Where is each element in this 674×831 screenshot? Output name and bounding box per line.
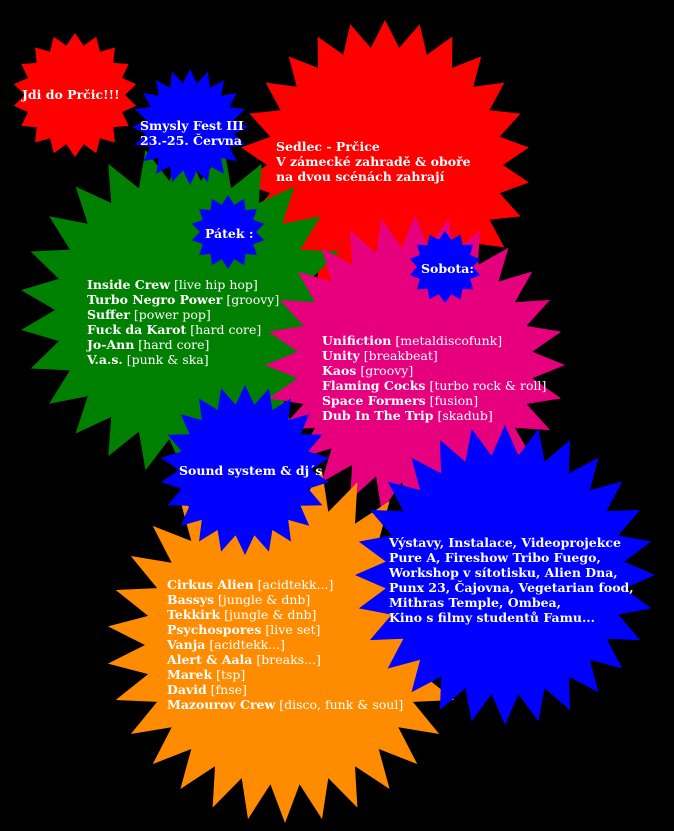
- blue-burst-festival: [132, 69, 248, 185]
- act-name: Flaming Cocks: [322, 378, 426, 393]
- venue-line1: Sedlec - Prčice: [276, 139, 380, 154]
- extras-line: Pure A, Fireshow Tribo Fuego,: [389, 550, 601, 565]
- act-name: Unity: [322, 348, 360, 363]
- act-name: Fuck da Karot: [87, 322, 187, 337]
- act-name: Vanja: [167, 637, 206, 652]
- blue-burst-soundsystem: [160, 385, 330, 555]
- lineup-row: Jo-Ann [hard core]: [87, 337, 279, 352]
- saturday-heading: Sobota:: [421, 261, 474, 276]
- lineup-row: Unifiction [metaldiscofunk]: [322, 333, 546, 348]
- act-name: Bassys: [167, 592, 215, 607]
- blue-burst-friday: [191, 195, 265, 269]
- saturday-lineup: Unifiction [metaldiscofunk]Unity [breakb…: [322, 333, 546, 423]
- act-name: Turbo Negro Power: [87, 292, 223, 307]
- act-name: Marek: [167, 667, 213, 682]
- act-genre: [fusion]: [425, 393, 479, 408]
- friday-heading: Pátek :: [205, 226, 254, 241]
- extras-line: Kino s filmy studentů Famu...: [389, 610, 596, 625]
- act-genre: [skadub]: [433, 408, 493, 423]
- act-name: Mazourov Crew: [167, 697, 276, 712]
- lineup-row: Alert & Aala [breaks...]: [167, 652, 403, 667]
- act-name: Inside Crew: [87, 277, 171, 292]
- act-name: Unifiction: [322, 333, 392, 348]
- act-genre: [groovy]: [222, 292, 280, 307]
- lineup-row: Bassys [jungle & dnb]: [167, 592, 403, 607]
- festival-name: Smysly Fest III: [140, 118, 244, 133]
- act-genre: [power pop]: [129, 307, 211, 322]
- act-name: David: [167, 682, 207, 697]
- lineup-row: Marek [tsp]: [167, 667, 403, 682]
- lineup-row: Fuck da Karot [hard core]: [87, 322, 279, 337]
- act-name: Space Formers: [322, 393, 426, 408]
- extras-line: Výstavy, Instalace, Videoprojekce: [389, 535, 621, 550]
- act-name: Cirkus Alien: [167, 577, 254, 592]
- act-name: Dub In The Trip: [322, 408, 434, 423]
- act-genre: [live set]: [261, 622, 321, 637]
- act-name: Jo-Ann: [87, 337, 135, 352]
- lineup-row: Cirkus Alien [acidtekk...]: [167, 577, 403, 592]
- act-genre: [acidtekk...]: [253, 577, 334, 592]
- lineup-row: V.a.s. [punk & ska]: [87, 352, 279, 367]
- extras-line: Mithras Temple, Ombea,: [389, 595, 561, 610]
- magenta-burst: [265, 215, 565, 515]
- act-name: Suffer: [87, 307, 130, 322]
- lineup-row: Kaos [groovy]: [322, 363, 546, 378]
- lineup-row: Turbo Negro Power [groovy]: [87, 292, 279, 307]
- lineup-row: Flaming Cocks [turbo rock & roll]: [322, 378, 546, 393]
- act-genre: [acidtekk...]: [205, 637, 286, 652]
- orange-burst: [108, 467, 462, 823]
- act-name: Tekkirk: [167, 607, 221, 622]
- act-name: Alert & Aala: [167, 652, 253, 667]
- act-genre: [hard core]: [134, 337, 210, 352]
- red-burst-small: [13, 33, 137, 157]
- blue-burst-saturday: [409, 231, 481, 303]
- act-genre: [breaks...]: [252, 652, 321, 667]
- act-genre: [tsp]: [212, 667, 246, 682]
- lineup-row: Inside Crew [live hip hop]: [87, 277, 279, 292]
- act-genre: [turbo rock & roll]: [425, 378, 547, 393]
- act-genre: [metaldiscofunk]: [391, 333, 503, 348]
- slogan-text: Jdi do Prčic!!!: [22, 87, 120, 102]
- act-genre: [groovy]: [356, 363, 414, 378]
- venue-line3: na dvou scénách zahrají: [276, 169, 445, 184]
- venue-info: Sedlec - Prčice V zámecké zahradě & oboř…: [276, 139, 471, 184]
- lineup-row: Suffer [power pop]: [87, 307, 279, 322]
- lineup-row: Dub In The Trip [skadub]: [322, 408, 546, 423]
- soundsystem-heading: Sound system & dj´s: [179, 463, 323, 478]
- act-genre: [breakbeat]: [359, 348, 438, 363]
- extras-line: Workshop v sítotisku, Alien Dna,: [389, 565, 618, 580]
- act-name: Kaos: [322, 363, 357, 378]
- festival-info: Smysly Fest III 23.-25. Června: [140, 118, 244, 148]
- act-genre: [disco, funk & soul]: [275, 697, 404, 712]
- festival-dates: 23.-25. Června: [140, 133, 242, 148]
- venue-line2: V zámecké zahradě & oboře: [276, 154, 471, 169]
- lineup-row: Psychospores [live set]: [167, 622, 403, 637]
- lineup-row: Mazourov Crew [disco, funk & soul]: [167, 697, 403, 712]
- act-name: Psychospores: [167, 622, 262, 637]
- act-genre: [jungle & dnb]: [214, 592, 311, 607]
- act-genre: [hard core]: [186, 322, 262, 337]
- extras-line: Punx 23, Čajovna, Vegetarian food,: [389, 580, 634, 595]
- act-name: V.a.s.: [87, 352, 123, 367]
- lineup-row: Space Formers [fusion]: [322, 393, 546, 408]
- act-genre: [punk & ska]: [122, 352, 209, 367]
- blue-burst-extras: [355, 425, 655, 725]
- lineup-row: David [fnse]: [167, 682, 403, 697]
- lineup-row: Unity [breakbeat]: [322, 348, 546, 363]
- lineup-row: Vanja [acidtekk...]: [167, 637, 403, 652]
- act-genre: [jungle & dnb]: [220, 607, 317, 622]
- lineup-row: Tekkirk [jungle & dnb]: [167, 607, 403, 622]
- act-genre: [live hip hop]: [170, 277, 258, 292]
- act-genre: [fnse]: [206, 682, 247, 697]
- friday-lineup: Inside Crew [live hip hop]Turbo Negro Po…: [87, 277, 279, 367]
- soundsystem-lineup: Cirkus Alien [acidtekk...]Bassys [jungle…: [167, 577, 403, 712]
